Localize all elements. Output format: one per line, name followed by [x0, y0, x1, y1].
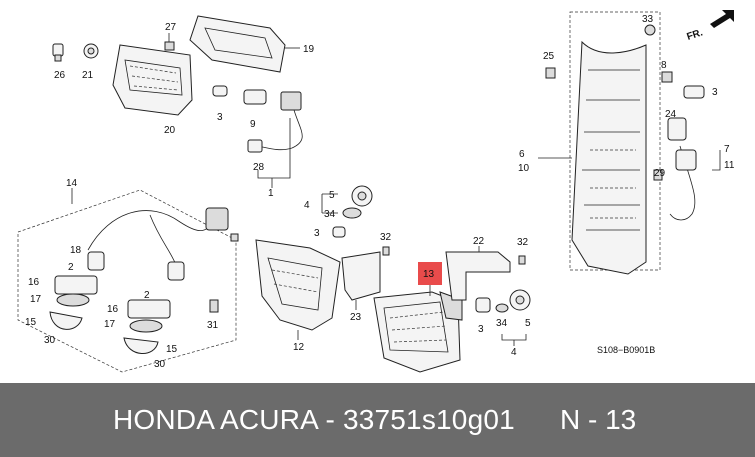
harness-28-icon — [247, 139, 263, 153]
callout-3d: 3 — [712, 87, 718, 98]
callout-26: 26 — [54, 70, 66, 81]
bulb-3d-icon — [683, 85, 705, 99]
gasket-34b-icon — [495, 303, 509, 313]
gasket-17b-icon — [129, 319, 163, 333]
tail-lamp-6-10-icon — [571, 40, 647, 275]
callout-4a: 4 — [304, 200, 310, 211]
screw-25-icon — [545, 67, 556, 79]
front-arrow-icon — [710, 10, 734, 28]
callout-32b: 32 — [517, 237, 529, 248]
callout-13: 13 — [423, 269, 435, 280]
callout-6: 6 — [519, 149, 525, 160]
diagram-code: S108−B0901B — [597, 345, 655, 355]
callout-28: 28 — [253, 162, 265, 173]
callout-5b: 5 — [525, 318, 531, 329]
callout-8: 8 — [661, 60, 667, 71]
callout-34b: 34 — [496, 318, 508, 329]
callout-30b: 30 — [154, 359, 166, 370]
callout-20: 20 — [164, 125, 176, 136]
housing-12-icon — [255, 239, 341, 331]
bulb-26-icon — [52, 43, 64, 62]
callout-27: 27 — [165, 22, 177, 33]
part-number-text: HONDA ACURA - 33751s10g01 — [113, 404, 515, 435]
socket-18-icon — [87, 251, 105, 271]
screw-27-icon — [164, 41, 175, 51]
callout-11: 11 — [724, 160, 735, 171]
turn-lamp-13-icon — [373, 291, 463, 373]
callout-33: 33 — [642, 14, 654, 25]
footer-bar: HONDA ACURA - 33751s10g01 N - 13 — [0, 383, 755, 457]
socket-18b-icon — [167, 261, 185, 281]
license-lamp-20-icon — [112, 44, 193, 116]
callout-7: 7 — [724, 144, 730, 155]
callout-2a: 2 — [68, 262, 74, 273]
position-text: N - 13 — [560, 404, 637, 435]
harness-14-icon — [87, 207, 229, 266]
cover-15b-icon — [123, 337, 159, 354]
cover-15-icon — [49, 311, 83, 330]
connector-icon — [280, 91, 302, 111]
callout-15b: 15 — [166, 344, 178, 355]
socket-16b-icon — [127, 299, 171, 319]
screw-31-icon — [209, 299, 219, 313]
screw-32-icon — [382, 246, 390, 256]
socket-16-icon — [54, 275, 98, 295]
callout-2b: 2 — [144, 290, 150, 301]
callout-10: 10 — [518, 163, 530, 174]
callout-1: 1 — [268, 188, 274, 199]
bracket-23-icon — [341, 251, 381, 301]
bulb-24-icon — [667, 117, 687, 141]
garnish-19-icon — [189, 15, 286, 73]
callout-18: 18 — [70, 245, 82, 256]
callout-3b: 3 — [314, 228, 320, 239]
gasket-34-icon — [342, 207, 362, 219]
bulb-3b-icon — [332, 226, 346, 238]
bulb-3-icon — [212, 85, 228, 97]
callout-29: 29 — [654, 168, 666, 179]
callout-23: 23 — [350, 312, 362, 323]
clip-8-icon — [661, 71, 673, 83]
clip-icon — [230, 233, 239, 242]
exploded-view: 27 19 26 21 20 3 9 28 1 14 5 4 34 3 18 2… — [17, 10, 735, 373]
callout-24: 24 — [665, 109, 677, 120]
callout-16b: 16 — [107, 304, 119, 315]
callout-3c: 3 — [478, 324, 484, 335]
callout-31: 31 — [207, 320, 219, 331]
screw-29-icon — [653, 169, 663, 181]
callout-17b: 17 — [104, 319, 116, 330]
callout-15a: 15 — [25, 317, 37, 328]
callout-19: 19 — [303, 44, 315, 55]
socket-21-icon — [83, 43, 99, 59]
callout-9: 9 — [250, 119, 256, 130]
highlight-13-box — [418, 262, 442, 285]
callout-30a: 30 — [44, 335, 56, 346]
callout-16a: 16 — [28, 277, 40, 288]
parts-diagram: 27 19 26 21 20 3 9 28 1 14 5 4 34 3 18 2… — [17, 10, 735, 373]
callout-17a: 17 — [30, 294, 42, 305]
callout-21: 21 — [82, 70, 94, 81]
gasket-17-icon — [56, 293, 90, 307]
socket-9-icon — [243, 89, 267, 105]
socket-5b-icon — [509, 289, 531, 311]
callout-4b: 4 — [511, 347, 517, 358]
callout-34a: 34 — [324, 209, 336, 220]
front-label: FR. — [686, 27, 705, 43]
bracket-22-icon — [445, 251, 511, 301]
callout-5a: 5 — [329, 190, 335, 201]
nut-33-icon — [644, 24, 656, 36]
bulb-3c-icon — [475, 297, 491, 313]
socket-5-icon — [351, 185, 373, 207]
callout-12: 12 — [293, 342, 305, 353]
callout-32a: 32 — [380, 232, 392, 243]
socket-7-icon — [675, 149, 697, 171]
callout-25: 25 — [543, 51, 555, 62]
callout-3a: 3 — [217, 112, 223, 123]
screw-32b-icon — [518, 255, 526, 265]
callout-14: 14 — [66, 178, 78, 189]
callout-22: 22 — [473, 236, 485, 247]
